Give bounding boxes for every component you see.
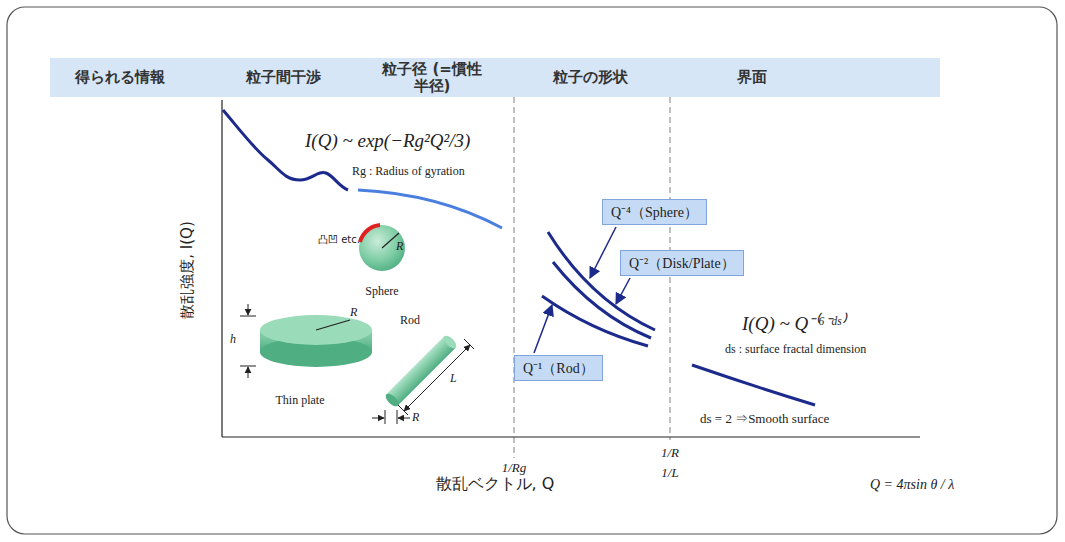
plate-figure [260, 315, 372, 367]
legend-note: Rg : Radius of gyration [352, 165, 465, 179]
thickness-dimension [240, 304, 256, 378]
band-heading: 粒子の形状 [535, 69, 645, 86]
axis-title: 散乱ベクトル, Q [436, 475, 555, 493]
shape-name: Thin plate [276, 394, 325, 408]
slope-label: Q⁻¹（Rod） [523, 358, 594, 378]
length-dimension [398, 339, 474, 415]
dimension-label: L [450, 372, 457, 386]
axis-tick: 1/Rg [502, 461, 527, 476]
dimension-label: h [230, 333, 236, 347]
shape-name: Rod [400, 314, 420, 328]
sphere-figure [359, 225, 405, 271]
leader-arrow [616, 278, 630, 304]
roughness-mark [360, 225, 380, 242]
leader-arrow [590, 227, 616, 278]
axis-tick: 1/L [661, 466, 678, 481]
formula: I(Q) ~ Q⁻⁽⁶⁻ᵈˢ⁾ [742, 313, 845, 335]
x-axis [222, 436, 920, 437]
header-band: 得られる情報 粒子間干渉 粒子径 (=慣性半径) 粒子の形状 界面 [50, 58, 940, 97]
sphere-curve [548, 232, 655, 330]
annotation: 凸凹 etc. [318, 234, 360, 246]
band-heading: 得られる情報 [55, 69, 185, 86]
dimension-label: R [396, 240, 403, 254]
slope-label: Q⁻⁴（Sphere） [611, 202, 698, 222]
rod-figure [384, 334, 459, 409]
surface-curve [692, 365, 815, 405]
slope-label: Q⁻²（Disk/Plate） [629, 253, 735, 273]
axis-title: 散乱強度, I(Q) [179, 221, 196, 318]
radius-dimension [372, 410, 410, 424]
guinier-curve [358, 190, 502, 228]
slope-label-box: Q⁻¹（Rod） [514, 355, 603, 381]
legend-note: ds : surface fractal dimension [725, 343, 866, 357]
legend-note: ds = 2 ⇒Smooth surface [700, 412, 829, 427]
leader-arrow [534, 305, 552, 353]
shape-name: Sphere [365, 285, 398, 299]
region-divider [513, 97, 515, 458]
slope-label-box: Q⁻⁴（Sphere） [602, 199, 707, 225]
band-heading: 粒子径 (=慣性半径) [376, 60, 488, 95]
outer-frame [7, 7, 1057, 534]
band-heading: 界面 [712, 69, 792, 86]
band-heading: 粒子間干渉 [228, 69, 338, 86]
formula: Q = 4πsin θ / λ [870, 477, 954, 493]
dimension-label: R [412, 411, 419, 425]
rod-curve [542, 296, 648, 346]
dimension-label: R [350, 306, 357, 320]
formula: I(Q) ~ exp(−Rg²Q²/3) [305, 130, 470, 152]
axis-tick: 1/R [661, 446, 679, 461]
slope-label-box: Q⁻²（Disk/Plate） [620, 250, 744, 276]
y-axis [221, 100, 222, 437]
